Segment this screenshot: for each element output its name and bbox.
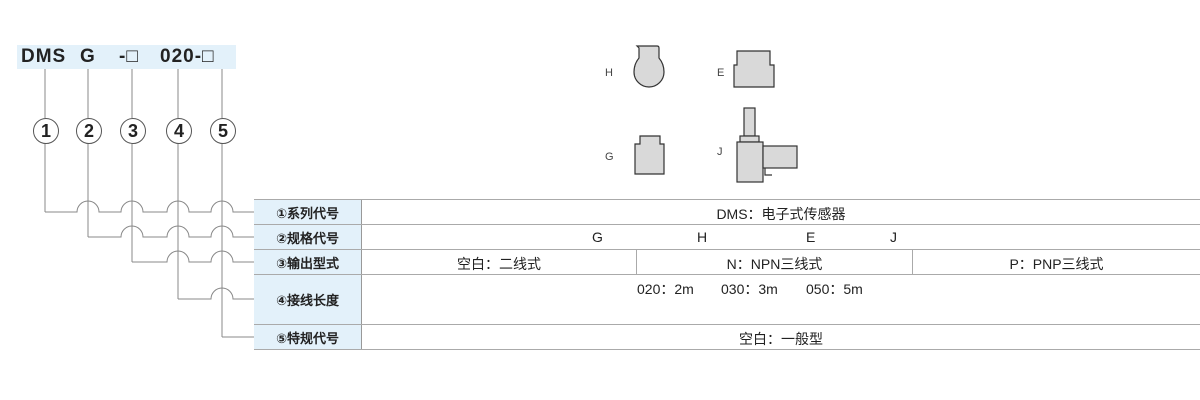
h-shape-icon [633, 45, 665, 88]
circle-4: 4 [166, 118, 192, 144]
circle-3: 3 [120, 118, 146, 144]
row-label-length: ④接线长度 [254, 275, 362, 324]
length-3m: 030：3m [721, 281, 778, 297]
spec-j: J [890, 229, 897, 245]
code-series: DMS [21, 46, 67, 67]
output-pnp: P：PNP三线式 [1009, 256, 1104, 272]
model-code: DMS G -□ 020-□ [17, 45, 236, 69]
shape-label-e: E [717, 67, 725, 79]
length-2m: 020：2m [637, 281, 694, 297]
g-shape-icon [634, 135, 665, 175]
shape-label-j: J [717, 146, 723, 158]
special-value: 空白：一般型 [739, 331, 823, 347]
sensor-shapes [633, 45, 798, 183]
spec-g: G [592, 229, 603, 245]
series-value: DMS：电子式传感器 [716, 206, 846, 222]
row-label-output: ③输出型式 [254, 250, 362, 274]
e-shape-icon [733, 50, 775, 88]
shape-label-g: G [605, 151, 614, 163]
connector-lines [44, 69, 254, 338]
spec-h: H [697, 229, 708, 245]
output-npn: N：NPN三线式 [726, 256, 823, 272]
row-label-spec: ②规格代号 [254, 225, 362, 249]
row-label-series: ①系列代号 [254, 200, 362, 224]
circle-2: 2 [76, 118, 102, 144]
code-spec: G [80, 46, 96, 67]
shape-label-h: H [605, 67, 613, 79]
code-output: -□ [119, 46, 139, 67]
spec-e: E [806, 229, 816, 245]
output-2wire: 空白：二线式 [457, 256, 541, 272]
circle-1: 1 [33, 118, 59, 144]
length-5m: 050：5m [806, 281, 863, 297]
row-label-special: ⑤特规代号 [254, 325, 362, 349]
j-shape-icon [743, 107, 756, 137]
code-length: 020-□ [160, 46, 215, 67]
circle-5: 5 [210, 118, 236, 144]
